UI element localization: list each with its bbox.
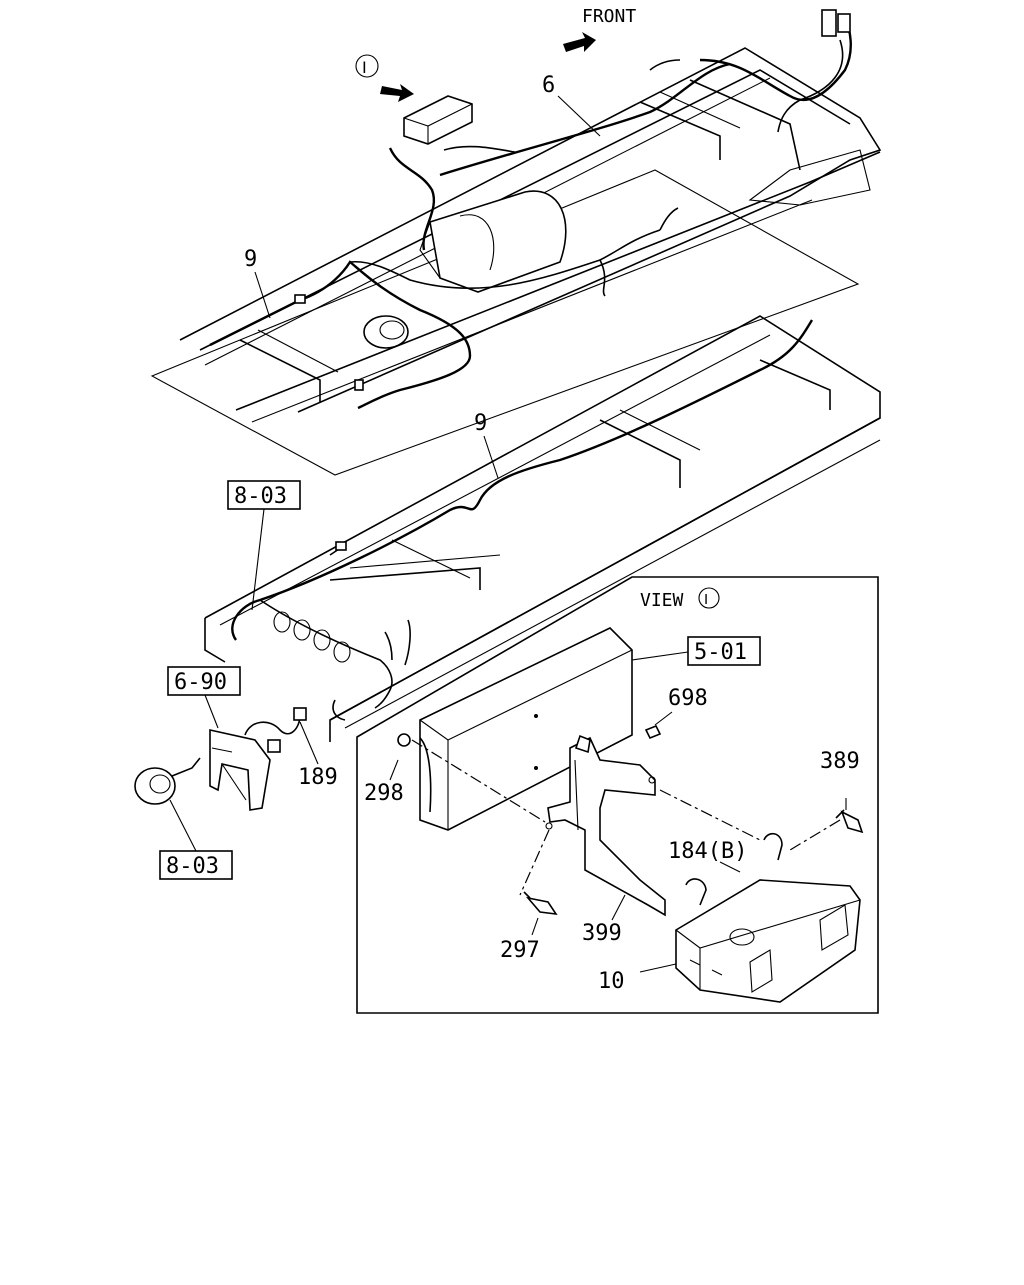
ref-8-03-bottom: 8-03 xyxy=(159,799,233,880)
front-indicator: FRONT xyxy=(563,6,636,52)
relay-box-top xyxy=(403,95,473,145)
view-marker-label: Ⅰ xyxy=(362,58,367,77)
front-arrow-icon xyxy=(563,32,596,52)
ref-8-03-bottom-label: 8-03 xyxy=(166,854,219,879)
harness-9-lower-wires xyxy=(231,319,814,721)
callout-part-298: 298 xyxy=(364,781,404,806)
ref-5-01-label: 5-01 xyxy=(694,640,747,665)
view-title: VIEW xyxy=(640,590,684,611)
callout-part-184b: 184(B) xyxy=(668,839,747,864)
ref-8-03-top-label: 8-03 xyxy=(234,484,287,509)
callout-part-297: 297 xyxy=(500,938,540,963)
view-arrow-icon xyxy=(380,84,414,102)
view-title-marker-circle-icon xyxy=(698,587,720,609)
front-label: FRONT xyxy=(582,6,636,27)
ref-8-03-top: 8-03 xyxy=(227,480,301,611)
view-detail-panel: VIEW Ⅰ xyxy=(356,576,879,1014)
view-marker-top: Ⅰ xyxy=(355,54,414,102)
view-marker-circle-icon xyxy=(355,54,379,78)
horn-assembly xyxy=(134,707,307,811)
ref-6-90-label: 6-90 xyxy=(174,670,227,695)
callout-part-389: 389 xyxy=(820,749,860,774)
ref-6-90: 6-90 xyxy=(167,666,241,729)
callout-part-189: 189 xyxy=(298,765,338,790)
callout-part-399: 399 xyxy=(582,921,622,946)
view-title-marker: Ⅰ xyxy=(704,592,708,608)
lower-frame xyxy=(204,315,881,742)
callout-harness-9-lower: 9 xyxy=(474,411,487,436)
callout-harness-9-upper: 9 xyxy=(244,247,257,272)
callout-part-10: 10 xyxy=(598,969,625,994)
callout-harness-6: 6 xyxy=(542,73,555,98)
callout-part-698: 698 xyxy=(668,686,708,711)
harness-9-upper-wires xyxy=(209,207,679,410)
harness-6-wires xyxy=(388,9,852,251)
upper-frame xyxy=(150,47,882,476)
